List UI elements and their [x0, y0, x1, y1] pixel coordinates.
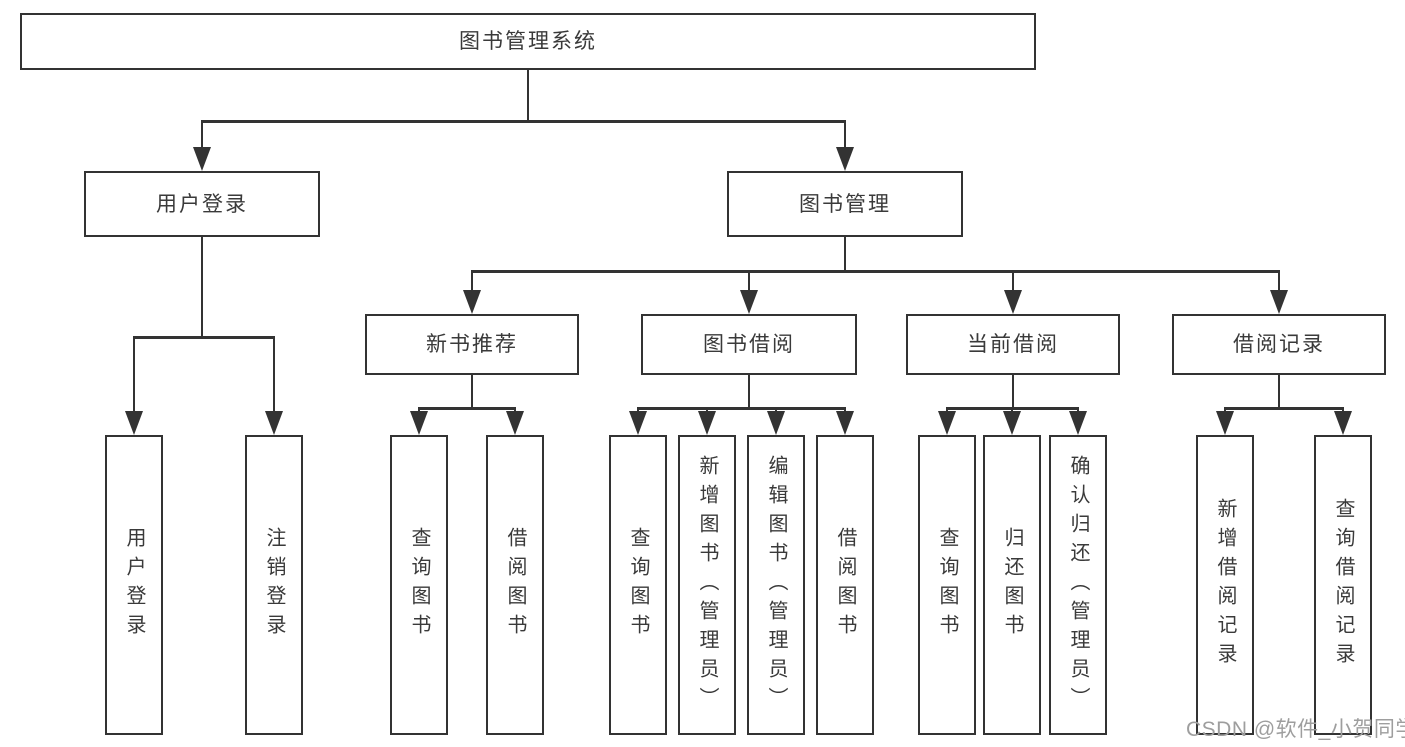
connector-mgmt-stem: [843, 237, 847, 271]
leaf-borrow-books-2-label: 借阅图书: [834, 527, 856, 643]
node-library-system: 图书管理系统: [20, 13, 1036, 70]
leaf-user-login-label: 用户登录: [123, 527, 145, 643]
connector-arrow-current-borrow: [1004, 270, 1022, 314]
connector-arrow-edit-book: [767, 407, 785, 435]
connector-root-hline: [202, 120, 845, 123]
leaf-add-borrow-record-label: 新增借阅记录: [1214, 498, 1236, 672]
connector-current-stem: [1011, 375, 1015, 408]
connector-arrow-query-books-1: [410, 407, 428, 435]
leaf-confirm-return-admin-label: 确认归还（管理员）: [1067, 454, 1089, 716]
leaf-query-books-3: 查询图书: [918, 435, 976, 735]
leaf-query-books-3-label: 查询图书: [936, 527, 958, 643]
leaf-query-books-1-label: 查询图书: [408, 527, 430, 643]
node-user-login-label: 用户登录: [156, 192, 248, 216]
connector-arrow-borrow-books-1: [506, 407, 524, 435]
connector-arrow-query-record: [1334, 407, 1352, 435]
node-library-system-label: 图书管理系统: [459, 30, 597, 53]
leaf-edit-book-admin-label: 编辑图书（管理员）: [765, 454, 787, 716]
connector-records-hline: [1225, 407, 1343, 410]
connector-newbook-stem: [470, 375, 474, 408]
connector-arrow-add-book: [698, 407, 716, 435]
leaf-return-books-label: 归还图书: [1001, 527, 1023, 643]
leaf-query-books-2: 查询图书: [609, 435, 667, 735]
leaf-query-borrow-record: 查询借阅记录: [1314, 435, 1372, 735]
leaf-add-borrow-record: 新增借阅记录: [1196, 435, 1254, 735]
node-new-book-recommend: 新书推荐: [365, 314, 579, 375]
connector-arrow-book-borrow: [740, 270, 758, 314]
leaf-logout: 注销登录: [245, 435, 303, 735]
connector-mgmt-hline: [472, 270, 1279, 273]
connector-login-stem: [200, 237, 204, 337]
connector-arrow-new-book: [463, 270, 481, 314]
connector-arrow-borrow-books-2: [836, 407, 854, 435]
connector-arrow-confirm-return: [1069, 407, 1087, 435]
leaf-return-books: 归还图书: [983, 435, 1041, 735]
connector-records-stem: [1277, 375, 1281, 408]
connector-newbook-hline: [419, 407, 515, 410]
node-book-management-label: 图书管理: [799, 192, 891, 216]
connector-arrow-borrow-records: [1270, 270, 1288, 314]
leaf-edit-book-admin: 编辑图书（管理员）: [747, 435, 805, 735]
connector-arrow-query-books-2: [629, 407, 647, 435]
node-borrow-records: 借阅记录: [1172, 314, 1386, 375]
leaf-borrow-books-1-label: 借阅图书: [504, 527, 526, 643]
leaf-borrow-books-2: 借阅图书: [816, 435, 874, 735]
leaf-query-borrow-record-label: 查询借阅记录: [1332, 498, 1354, 672]
connector-arrow-add-record: [1216, 407, 1234, 435]
leaf-add-book-admin-label: 新增图书（管理员）: [696, 454, 718, 716]
leaf-query-books-1: 查询图书: [390, 435, 448, 735]
connector-arrow-book-management: [836, 120, 854, 171]
connector-arrow-leaf-logout: [265, 336, 283, 435]
connector-login-hline: [134, 336, 274, 339]
node-user-login: 用户登录: [84, 171, 320, 237]
node-book-management: 图书管理: [727, 171, 963, 237]
node-current-borrow: 当前借阅: [906, 314, 1120, 375]
leaf-query-books-2-label: 查询图书: [627, 527, 649, 643]
connector-arrow-user-login: [193, 120, 211, 171]
leaf-logout-label: 注销登录: [263, 527, 285, 643]
leaf-user-login: 用户登录: [105, 435, 163, 735]
leaf-confirm-return-admin: 确认归还（管理员）: [1049, 435, 1107, 735]
node-book-borrow: 图书借阅: [641, 314, 857, 375]
connector-arrow-return-books: [1003, 407, 1021, 435]
connector-root-stem: [526, 70, 530, 121]
leaf-borrow-books-1: 借阅图书: [486, 435, 544, 735]
connector-borrow-stem: [747, 375, 751, 408]
leaf-add-book-admin: 新增图书（管理员）: [678, 435, 736, 735]
node-current-borrow-label: 当前借阅: [967, 333, 1059, 356]
csdn-watermark: CSDN @软件_小贺同学: [1186, 718, 1405, 741]
connector-arrow-leaf-user-login: [125, 336, 143, 435]
connector-arrow-query-books-3: [938, 407, 956, 435]
node-book-borrow-label: 图书借阅: [703, 333, 795, 356]
connector-borrow-hline: [638, 407, 845, 410]
node-borrow-records-label: 借阅记录: [1233, 333, 1325, 356]
node-new-book-recommend-label: 新书推荐: [426, 333, 518, 356]
